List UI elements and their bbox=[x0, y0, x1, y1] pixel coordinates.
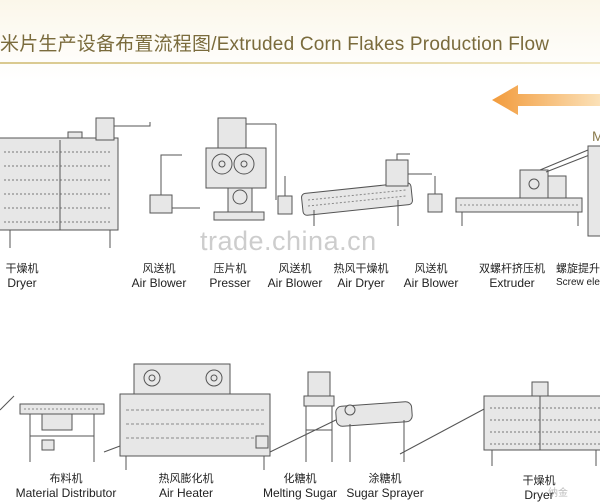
caption-en: Air Blower bbox=[403, 276, 459, 290]
flow-label-letter: M bbox=[592, 128, 600, 144]
caption-en: Presser bbox=[209, 276, 251, 290]
caption-en: Dryer bbox=[524, 488, 554, 502]
caption-cn: 热风干燥机 bbox=[333, 262, 389, 275]
caption-en: Air Dryer bbox=[337, 276, 385, 290]
caption-presser: 压片机 Presser bbox=[200, 262, 260, 290]
caption-en: Air Blower bbox=[131, 276, 187, 290]
caption-cn: 风送机 bbox=[278, 262, 312, 275]
watermark-small-text: 纳金 bbox=[548, 488, 568, 499]
dryer-machine-icon bbox=[0, 117, 151, 248]
caption-material-distributor: 布料机 Material Distributor bbox=[6, 472, 126, 500]
caption-air-dryer: 热风干燥机 Air Dryer bbox=[326, 262, 396, 290]
air-blower-icon bbox=[149, 154, 200, 214]
extruder-machine-icon bbox=[455, 149, 593, 226]
caption-extruder: 双螺杆挤压机 Extruder bbox=[472, 262, 552, 290]
air-heater-machine-icon bbox=[103, 363, 271, 470]
presser-machine-icon bbox=[205, 117, 277, 221]
caption-en: Dryer bbox=[7, 276, 37, 290]
caption-air-blower: 风送机 Air Blower bbox=[126, 262, 192, 290]
caption-cn: 布料机 bbox=[49, 472, 83, 485]
caption-air-blower: 风送机 Air Blower bbox=[262, 262, 328, 290]
caption-cn: 干燥机 bbox=[522, 474, 556, 487]
caption-cn: 双螺杆挤压机 bbox=[479, 262, 545, 275]
watermark-text: trade.china.cn bbox=[200, 226, 377, 256]
caption-en: Sugar Sprayer bbox=[346, 486, 424, 500]
page-title: 米片生产设备布置流程图/Extruded Corn Flakes Product… bbox=[0, 29, 549, 56]
caption-en: Melting Sugar bbox=[262, 486, 338, 500]
melting-sugar-machine-icon bbox=[269, 371, 341, 462]
title-underline bbox=[0, 62, 600, 64]
title-chinese: 米片生产设备布置流程图 bbox=[0, 33, 212, 55]
caption-dryer: 干燥机 Dryer bbox=[514, 474, 564, 502]
caption-en: Air Blower bbox=[267, 276, 323, 290]
caption-cn: 干燥机 bbox=[5, 262, 39, 275]
caption-en: Material Distributor bbox=[15, 486, 117, 500]
caption-air-blower: 风送机 Air Blower bbox=[398, 262, 464, 290]
caption-air-heater: 热风膨化机 Air Heater bbox=[146, 472, 226, 500]
air-dryer-machine-icon bbox=[301, 153, 432, 226]
caption-cn: 化糖机 bbox=[283, 472, 317, 485]
caption-melting-sugar: 化糖机 Melting Sugar bbox=[260, 472, 340, 500]
screw-elevator-icon bbox=[587, 145, 600, 237]
title-english: Extruded Corn Flakes Production Flow bbox=[216, 34, 550, 55]
caption-en: Extruder bbox=[489, 276, 535, 290]
dryer-machine-icon bbox=[483, 381, 600, 466]
caption-cn: 压片机 bbox=[213, 262, 247, 275]
air-blower-icon bbox=[427, 176, 443, 213]
caption-cn: 风送机 bbox=[142, 262, 176, 275]
caption-dryer: 干燥机 Dryer bbox=[0, 262, 50, 290]
title-banner bbox=[0, 0, 600, 80]
caption-cn: 螺旋提升 bbox=[556, 262, 600, 275]
sugar-sprayer-machine-icon bbox=[335, 401, 487, 462]
material-distributor-icon bbox=[0, 395, 105, 462]
caption-cn: 热风膨化机 bbox=[158, 472, 214, 485]
caption-en: Screw ele bbox=[556, 277, 600, 288]
flow-direction-arrow-icon bbox=[492, 85, 600, 115]
air-blower-icon bbox=[277, 176, 293, 215]
caption-sugar-sprayer: 涂糖机 Sugar Sprayer bbox=[342, 472, 428, 500]
caption-cn: 涂糖机 bbox=[368, 472, 402, 485]
caption-cn: 风送机 bbox=[414, 262, 448, 275]
title-separator: / bbox=[211, 34, 217, 55]
caption-en: Air Heater bbox=[158, 486, 214, 500]
caption-screw-elevator: 螺旋提升 Screw ele bbox=[556, 262, 600, 290]
